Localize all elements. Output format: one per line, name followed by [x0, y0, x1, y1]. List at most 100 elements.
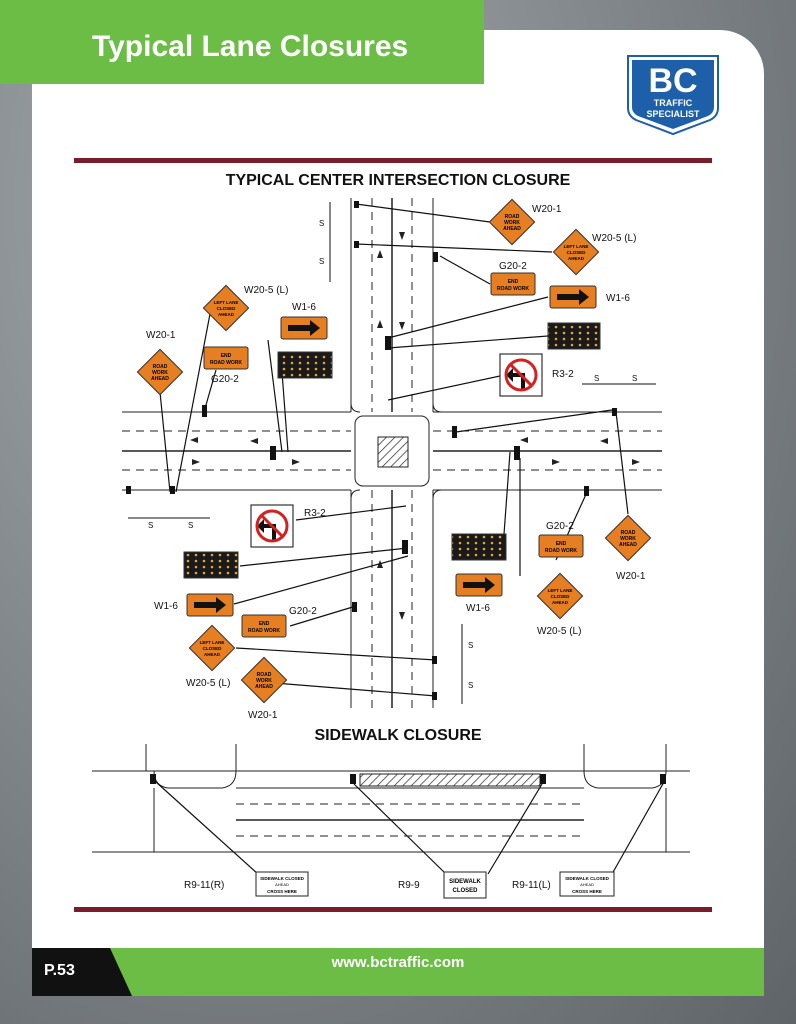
dim-s-4: S: [632, 374, 637, 383]
label-r3-2-sw: R3-2: [304, 508, 326, 519]
svg-text:ROAD: ROAD: [621, 530, 636, 536]
svg-text:ROAD: ROAD: [505, 214, 520, 220]
sign-road-work-ahead-s: ROAD WORK AHEAD: [240, 656, 288, 704]
svg-text:WORK: WORK: [620, 536, 636, 542]
dim-s-2: S: [319, 257, 324, 266]
sign-left-lane-closed-s: LEFT LANE CLOSED AHEAD: [188, 624, 236, 672]
arrow-board-s: [183, 551, 239, 579]
svg-text:AHEAD: AHEAD: [255, 684, 273, 690]
sign-sidewalk-closed-detour-l: SIDEWALK CLOSED AHEAD CROSS HERE: [559, 871, 615, 897]
svg-text:ROAD WORK: ROAD WORK: [248, 628, 280, 634]
sign-sidewalk-closed: SIDEWALK CLOSED: [443, 871, 487, 899]
svg-text:LEFT LANE: LEFT LANE: [564, 244, 589, 249]
svg-text:SIDEWALK: SIDEWALK: [449, 879, 481, 885]
svg-text:LEFT LANE: LEFT LANE: [200, 640, 225, 645]
sign-end-road-work-s: END ROAD WORK: [241, 614, 287, 638]
svg-text:WORK: WORK: [152, 370, 168, 376]
arrow-board-w: [277, 351, 333, 379]
logo-letters: BC: [648, 62, 697, 100]
svg-text:AHEAD: AHEAD: [580, 882, 594, 887]
label-g20-2-e: G20-2: [546, 521, 574, 532]
svg-text:AHEAD: AHEAD: [568, 256, 585, 261]
svg-text:ROAD: ROAD: [153, 364, 168, 370]
sign-end-road-work-e: END ROAD WORK: [538, 534, 584, 558]
svg-text:ROAD WORK: ROAD WORK: [545, 548, 577, 554]
curb-returns: [350, 402, 443, 500]
label-w20-1-s: W20-1: [248, 710, 278, 721]
label-r3-2-ne: R3-2: [552, 369, 574, 380]
sign-road-work-ahead-ne: ROAD WORK AHEAD: [488, 198, 536, 246]
label-w20-1-e: W20-1: [616, 571, 646, 582]
svg-text:CROSS HERE: CROSS HERE: [572, 889, 602, 894]
sign-sidewalk-closed-detour-r: SIDEWALK CLOSED AHEAD CROSS HERE: [255, 871, 309, 897]
label-w20-5-w: W20-5 (L): [244, 285, 288, 296]
dim-s-5: S: [148, 521, 153, 530]
svg-text:CLOSED: CLOSED: [203, 646, 223, 651]
title-banner: Typical Lane Closures: [0, 0, 484, 84]
svg-text:AHEAD: AHEAD: [151, 376, 169, 382]
svg-text:AHEAD: AHEAD: [218, 312, 235, 317]
page-title: Typical Lane Closures: [92, 30, 409, 63]
label-w1-6-w: W1-6: [292, 302, 316, 313]
svg-text:CLOSED: CLOSED: [217, 306, 237, 311]
sign-left-lane-closed-e: LEFT LANE CLOSED AHEAD: [536, 572, 584, 620]
svg-text:WORK: WORK: [256, 678, 272, 684]
svg-text:ROAD: ROAD: [257, 672, 272, 678]
svg-text:AHEAD: AHEAD: [619, 542, 637, 548]
dim-s-6: S: [188, 521, 193, 530]
traffic-devices: [126, 201, 617, 700]
label-g20-2-w: G20-2: [211, 374, 239, 385]
svg-text:SIDEWALK CLOSED: SIDEWALK CLOSED: [260, 876, 305, 881]
footer-bar: [32, 948, 764, 996]
sign-end-road-work-w: END ROAD WORK: [203, 346, 249, 370]
svg-text:LEFT LANE: LEFT LANE: [214, 300, 239, 305]
svg-text:CLOSED: CLOSED: [551, 594, 571, 599]
logo-line2: SPECIALIST: [646, 109, 700, 119]
svg-text:AHEAD: AHEAD: [503, 226, 521, 232]
sidewalk-leaders: [155, 781, 665, 875]
label-g20-2-s: G20-2: [289, 606, 317, 617]
footer-url[interactable]: www.bctraffic.com: [331, 954, 465, 971]
sidewalk-heading: SIDEWALK CLOSURE: [314, 727, 482, 744]
svg-text:END: END: [221, 353, 232, 359]
svg-text:AHEAD: AHEAD: [204, 652, 221, 657]
svg-text:WORK: WORK: [504, 220, 520, 226]
label-w20-5-ne: W20-5 (L): [592, 233, 636, 244]
label-w1-6-ne: W1-6: [606, 293, 630, 304]
dim-s-3: S: [594, 374, 599, 383]
dim-s-7: S: [468, 641, 473, 650]
svg-text:ROAD WORK: ROAD WORK: [210, 360, 242, 366]
arrow-board-ne: [547, 322, 601, 350]
label-r9-9: R9-9: [398, 880, 420, 891]
svg-text:SIDEWALK CLOSED: SIDEWALK CLOSED: [565, 876, 610, 881]
arrow-board-e: [451, 533, 507, 561]
closed-sidewalk-area: [359, 773, 541, 787]
svg-text:END: END: [259, 621, 270, 627]
label-r9-11l: R9-11(L): [512, 880, 551, 891]
page-number: P.53: [44, 962, 75, 979]
label-w1-6-s: W1-6: [154, 601, 178, 612]
road-horizontal: [122, 411, 662, 491]
label-r9-11r: R9-11(R): [184, 880, 224, 891]
sign-road-work-ahead-e: ROAD WORK AHEAD: [604, 514, 652, 562]
top-rule: [74, 158, 712, 163]
svg-text:END: END: [556, 541, 567, 547]
logo-line1: TRAFFIC: [654, 98, 693, 108]
spacing-dimensions: [128, 202, 656, 704]
svg-text:END: END: [508, 279, 519, 285]
svg-text:CROSS HERE: CROSS HERE: [267, 889, 297, 894]
svg-text:AHEAD: AHEAD: [552, 600, 569, 605]
road-vertical: [350, 198, 434, 708]
work-area-hatch: [377, 436, 409, 468]
svg-text:ROAD WORK: ROAD WORK: [497, 286, 529, 292]
bc-traffic-logo: BC TRAFFIC SPECIALIST: [627, 55, 719, 136]
svg-text:LEFT LANE: LEFT LANE: [548, 588, 573, 593]
label-w20-1-w: W20-1: [146, 330, 176, 341]
sign-end-road-work-n: END ROAD WORK: [490, 272, 536, 296]
sidewalk-barricades: [150, 774, 666, 784]
label-w20-1-ne: W20-1: [532, 204, 562, 215]
svg-text:CLOSED: CLOSED: [452, 888, 478, 894]
sign-left-lane-closed-w: LEFT LANE CLOSED AHEAD: [202, 284, 250, 332]
label-w20-5-s: W20-5 (L): [186, 678, 230, 689]
